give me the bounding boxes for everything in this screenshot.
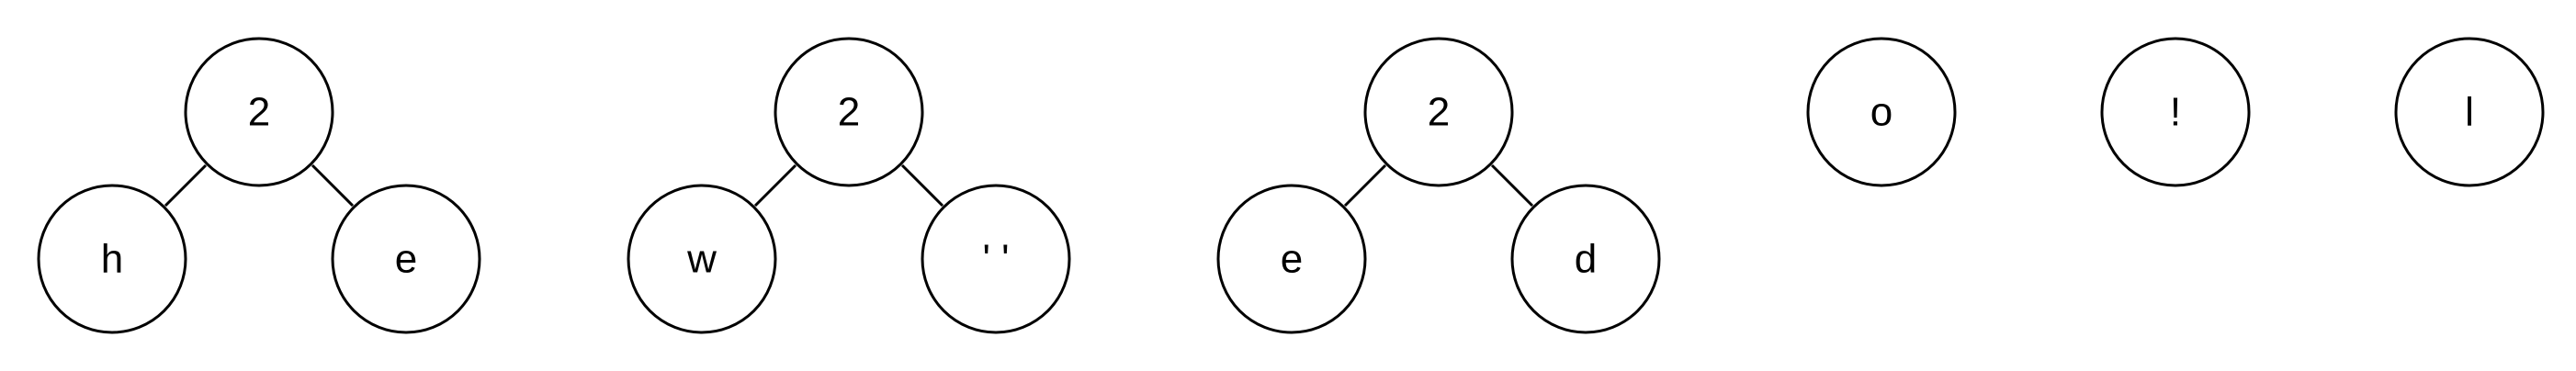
tree-5-root-label: !	[2170, 90, 2181, 135]
tree-2-left-node: w	[627, 184, 777, 334]
tree-3: 2 e d	[1216, 37, 1661, 334]
tree-6-root-label: l	[2465, 90, 2474, 135]
edge-tree-3-left	[1343, 163, 1387, 208]
tree-3-right-label: d	[1575, 237, 1597, 282]
tree-3-root-node: 2	[1363, 37, 1514, 187]
edge-tree-2-right	[900, 163, 944, 208]
tree-3-left-label: e	[1281, 237, 1303, 282]
edge-tree-3-right	[1490, 163, 1534, 208]
edge-tree-2-left	[753, 163, 797, 208]
tree-2-root-label: 2	[838, 90, 860, 135]
tree-1-right-node: e	[331, 184, 481, 334]
tree-3-left-node: e	[1216, 184, 1367, 334]
tree-1-left-node: h	[37, 184, 187, 334]
tree-3-root-label: 2	[1428, 90, 1450, 135]
tree-1-root-node: 2	[184, 37, 334, 187]
tree-4-root-node: o	[1806, 37, 1957, 187]
tree-2-root-node: 2	[774, 37, 924, 187]
tree-1-left-label: h	[101, 237, 123, 282]
edge-tree-1-left	[164, 163, 208, 208]
tree-3-right-node: d	[1510, 184, 1661, 334]
edge-tree-1-right	[311, 163, 355, 208]
tree-1: 2 h e	[37, 37, 481, 334]
tree-6-root-node: l	[2394, 37, 2545, 187]
tree-1-root-label: 2	[248, 90, 270, 135]
tree-1-right-label: e	[395, 237, 417, 282]
tree-4-root-label: o	[1870, 90, 1892, 135]
tree-2: 2 w ' '	[627, 37, 1071, 334]
tree-5-root-node: !	[2100, 37, 2251, 187]
tree-2-right-node: ' '	[921, 184, 1071, 334]
tree-2-left-label: w	[686, 237, 717, 282]
tree-2-right-label: ' '	[982, 237, 1009, 282]
